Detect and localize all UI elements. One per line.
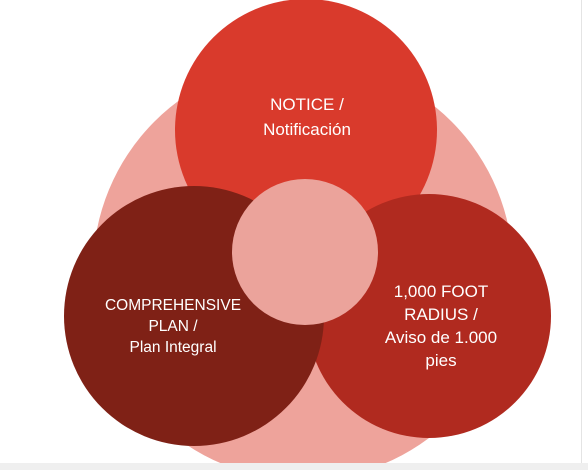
- plan-label-line-3: Plan Integral: [129, 339, 216, 356]
- right-divider: [581, 0, 582, 463]
- center-circle: [232, 179, 378, 325]
- notice-label: NOTICE / Notificación: [263, 95, 351, 139]
- notice-label-line-1: NOTICE /: [270, 95, 344, 114]
- radius-label-line-2: RADIUS /: [404, 305, 478, 324]
- radius-label-line-1: 1,000 FOOT: [394, 282, 488, 301]
- plan-label-line-1: COMPREHENSIVE: [105, 297, 241, 314]
- bottom-edge: [0, 463, 588, 470]
- radius-label-line-4: pies: [425, 351, 456, 370]
- plan-label-line-2: PLAN /: [148, 318, 198, 335]
- plan-label: COMPREHENSIVE PLAN / Plan Integral: [105, 297, 241, 356]
- notice-label-line-2: Notificación: [263, 120, 351, 139]
- radius-label: 1,000 FOOT RADIUS / Aviso de 1.000 pies: [385, 282, 497, 370]
- radius-label-line-3: Aviso de 1.000: [385, 328, 497, 347]
